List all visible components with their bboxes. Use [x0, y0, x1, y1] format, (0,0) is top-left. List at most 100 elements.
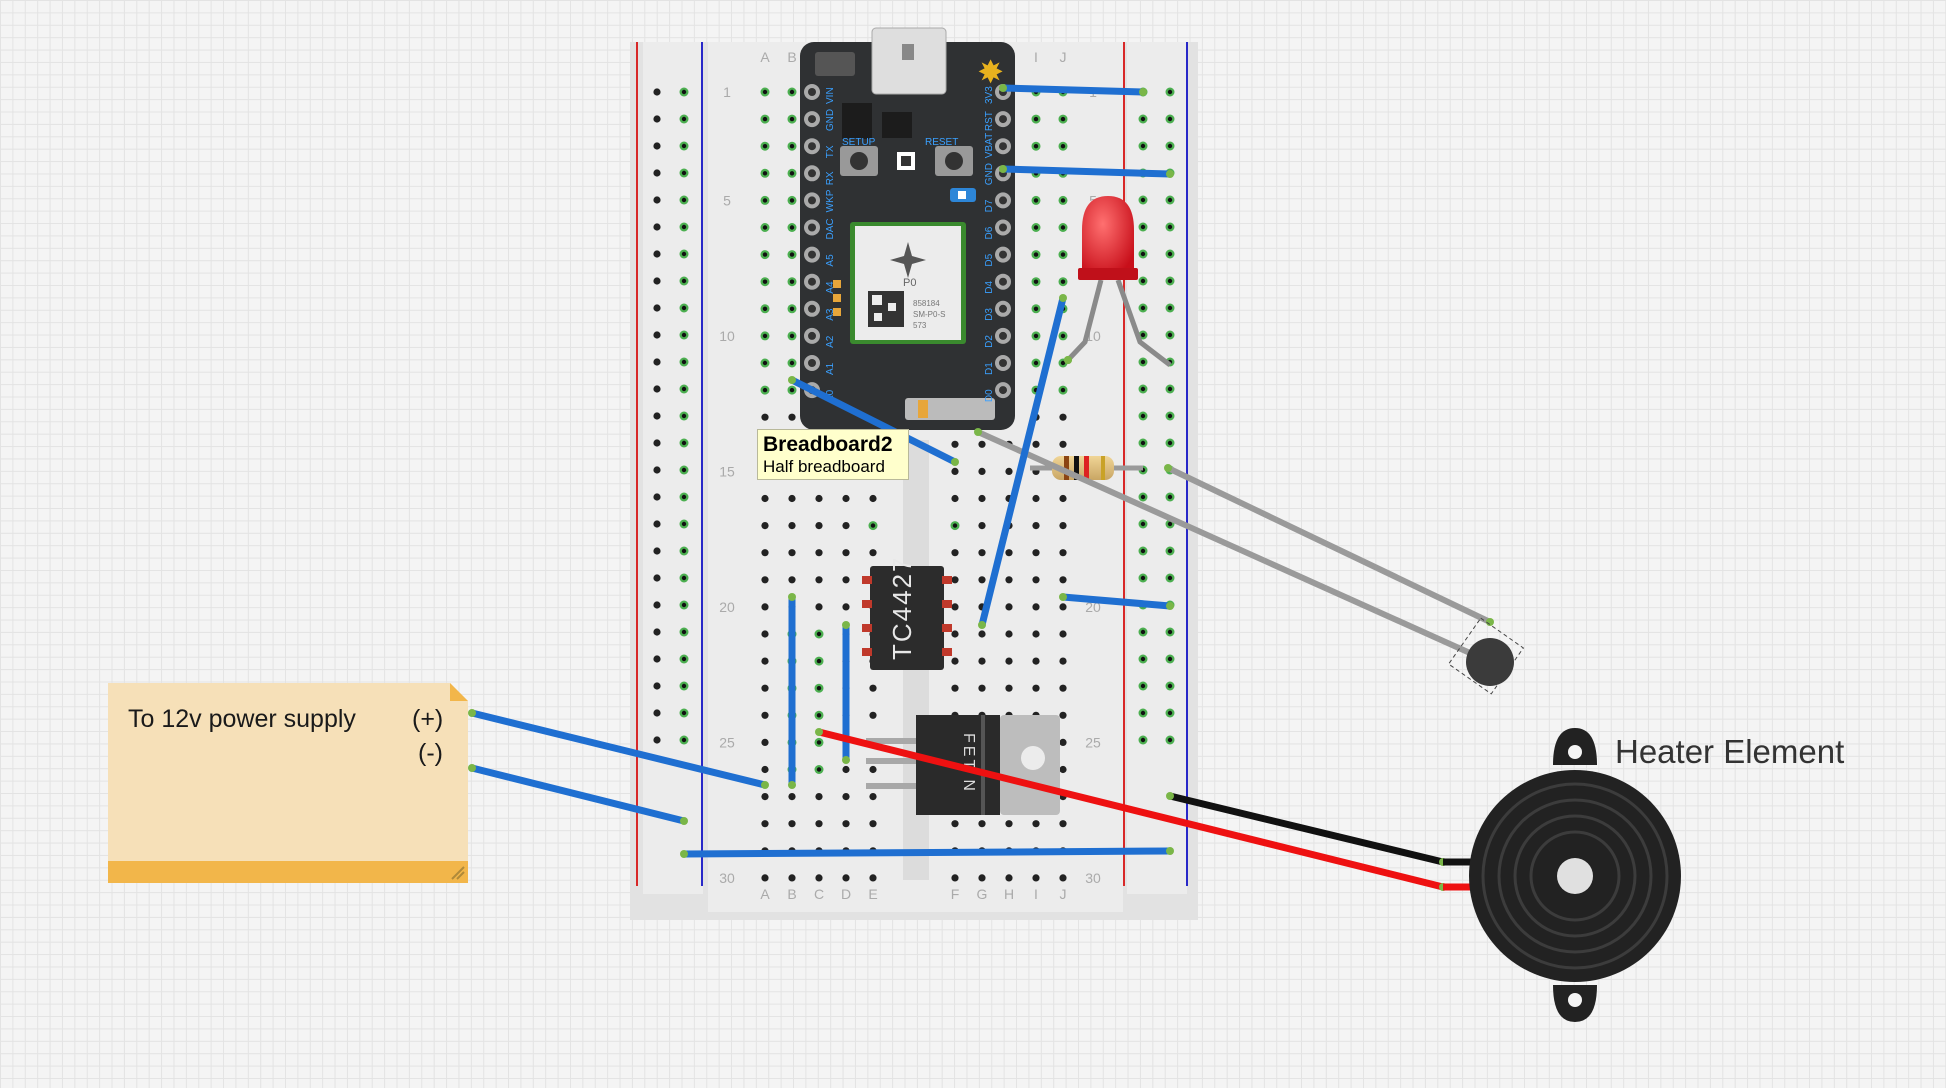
breadboard-hole[interactable]: [951, 874, 959, 882]
breadboard-hole[interactable]: [869, 711, 877, 719]
breadboard-hole[interactable]: [761, 630, 769, 638]
rail-hole[interactable]: [653, 412, 661, 420]
breadboard-hole[interactable]: [1032, 684, 1040, 692]
breadboard-hole[interactable]: [951, 630, 959, 638]
breadboard-hole[interactable]: [761, 765, 769, 774]
rail-hole[interactable]: [653, 520, 661, 528]
wire-3v3-rail[interactable]: [999, 84, 1147, 96]
breadboard-hole[interactable]: [761, 820, 769, 828]
rail-hole[interactable]: [653, 142, 661, 150]
breadboard-hole[interactable]: [842, 549, 850, 557]
breadboard-hole[interactable]: [842, 874, 850, 882]
breadboard-hole[interactable]: [815, 576, 823, 584]
sensor-lead-wire[interactable]: [975, 429, 1493, 665]
breadboard-hole[interactable]: [761, 874, 769, 882]
breadboard-hole[interactable]: [1059, 494, 1067, 503]
breadboard-hole[interactable]: [1032, 494, 1040, 503]
breadboard-hole[interactable]: [1005, 630, 1013, 638]
rail-hole[interactable]: [653, 250, 661, 258]
rail-hole[interactable]: [653, 88, 661, 96]
breadboard-hole[interactable]: [761, 738, 769, 747]
rail-hole[interactable]: [653, 115, 661, 123]
breadboard-hole[interactable]: [1005, 820, 1013, 828]
breadboard-hole[interactable]: [951, 820, 959, 828]
breadboard-hole[interactable]: [1059, 630, 1067, 638]
breadboard-hole[interactable]: [815, 603, 823, 611]
rail-hole[interactable]: [653, 493, 661, 501]
wire-ground-bus[interactable]: [680, 847, 1174, 858]
breadboard-hole[interactable]: [1059, 684, 1067, 692]
breadboard-hole[interactable]: [815, 549, 823, 557]
rail-hole[interactable]: [653, 385, 661, 393]
breadboard-hole[interactable]: [978, 576, 986, 584]
breadboard-hole[interactable]: [869, 684, 877, 692]
breadboard-hole[interactable]: [788, 413, 796, 421]
breadboard-hole[interactable]: [842, 603, 850, 611]
breadboard-hole[interactable]: [761, 522, 769, 530]
rail-hole[interactable]: [653, 682, 661, 690]
breadboard-hole[interactable]: [869, 549, 877, 557]
breadboard-hole[interactable]: [1005, 467, 1013, 475]
breadboard-hole[interactable]: [761, 603, 769, 611]
breadboard-hole[interactable]: [1059, 603, 1067, 611]
breadboard-hole[interactable]: [978, 440, 986, 448]
breadboard-hole[interactable]: [1032, 630, 1040, 638]
breadboard-hole[interactable]: [1005, 874, 1013, 882]
resistor[interactable]: [1030, 456, 1143, 480]
breadboard-hole[interactable]: [1059, 738, 1067, 747]
resize-handle-icon[interactable]: [451, 866, 465, 880]
breadboard-hole[interactable]: [1059, 874, 1067, 882]
breadboard-hole[interactable]: [1005, 684, 1013, 692]
wire-a0-chip[interactable]: [788, 376, 959, 466]
breadboard-hole[interactable]: [978, 467, 986, 475]
breadboard-hole[interactable]: [978, 549, 986, 557]
rail-hole[interactable]: [653, 628, 661, 636]
breadboard-hole[interactable]: [788, 494, 796, 503]
breadboard-hole[interactable]: [978, 684, 986, 692]
breadboard-hole[interactable]: [1032, 820, 1040, 828]
breadboard-hole[interactable]: [815, 820, 823, 828]
breadboard-hole[interactable]: [869, 874, 877, 882]
breadboard-hole[interactable]: [1032, 603, 1040, 611]
breadboard-hole[interactable]: [951, 440, 959, 448]
breadboard-hole[interactable]: [788, 576, 796, 584]
breadboard-hole[interactable]: [869, 765, 877, 774]
wire-supply-plus[interactable]: [468, 709, 769, 789]
power-supply-note[interactable]: [108, 683, 468, 883]
rail-hole[interactable]: [653, 277, 661, 285]
breadboard-hole[interactable]: [951, 467, 959, 475]
breadboard-hole[interactable]: [761, 793, 769, 801]
breadboard-hole[interactable]: [842, 793, 850, 801]
breadboard-hole[interactable]: [1032, 522, 1040, 530]
breadboard-hole[interactable]: [815, 874, 823, 882]
rail-hole[interactable]: [653, 574, 661, 582]
sensor-lead-wire[interactable]: [1165, 465, 1493, 625]
breadboard-hole[interactable]: [1005, 657, 1013, 665]
rail-hole[interactable]: [653, 358, 661, 366]
wire-heater-black[interactable]: [1166, 792, 1447, 866]
breadboard-hole[interactable]: [951, 657, 959, 665]
breadboard-hole[interactable]: [1005, 603, 1013, 611]
rail-hole[interactable]: [653, 466, 661, 474]
breadboard-hole[interactable]: [788, 522, 796, 530]
breadboard-hole[interactable]: [1005, 576, 1013, 584]
rail-hole[interactable]: [653, 547, 661, 555]
breadboard-hole[interactable]: [1059, 657, 1067, 665]
breadboard-hole[interactable]: [842, 494, 850, 503]
rail-hole[interactable]: [653, 601, 661, 609]
breadboard-hole[interactable]: [1059, 549, 1067, 557]
breadboard-hole[interactable]: [1032, 549, 1040, 557]
breadboard-hole[interactable]: [1059, 413, 1067, 421]
rail-hole[interactable]: [653, 169, 661, 177]
wire-gnd-rail[interactable]: [999, 165, 1174, 178]
rail-hole[interactable]: [653, 304, 661, 312]
breadboard-hole[interactable]: [815, 793, 823, 801]
breadboard-hole[interactable]: [951, 494, 959, 503]
tc4427-chip[interactable]: TC4427: [862, 556, 952, 671]
breadboard-hole[interactable]: [951, 576, 959, 584]
breadboard-hole[interactable]: [1059, 440, 1067, 448]
breadboard-hole[interactable]: [1059, 711, 1067, 719]
breadboard-hole[interactable]: [761, 576, 769, 584]
breadboard-hole[interactable]: [761, 711, 769, 719]
wire-d-pin-chip[interactable]: [978, 294, 1067, 629]
